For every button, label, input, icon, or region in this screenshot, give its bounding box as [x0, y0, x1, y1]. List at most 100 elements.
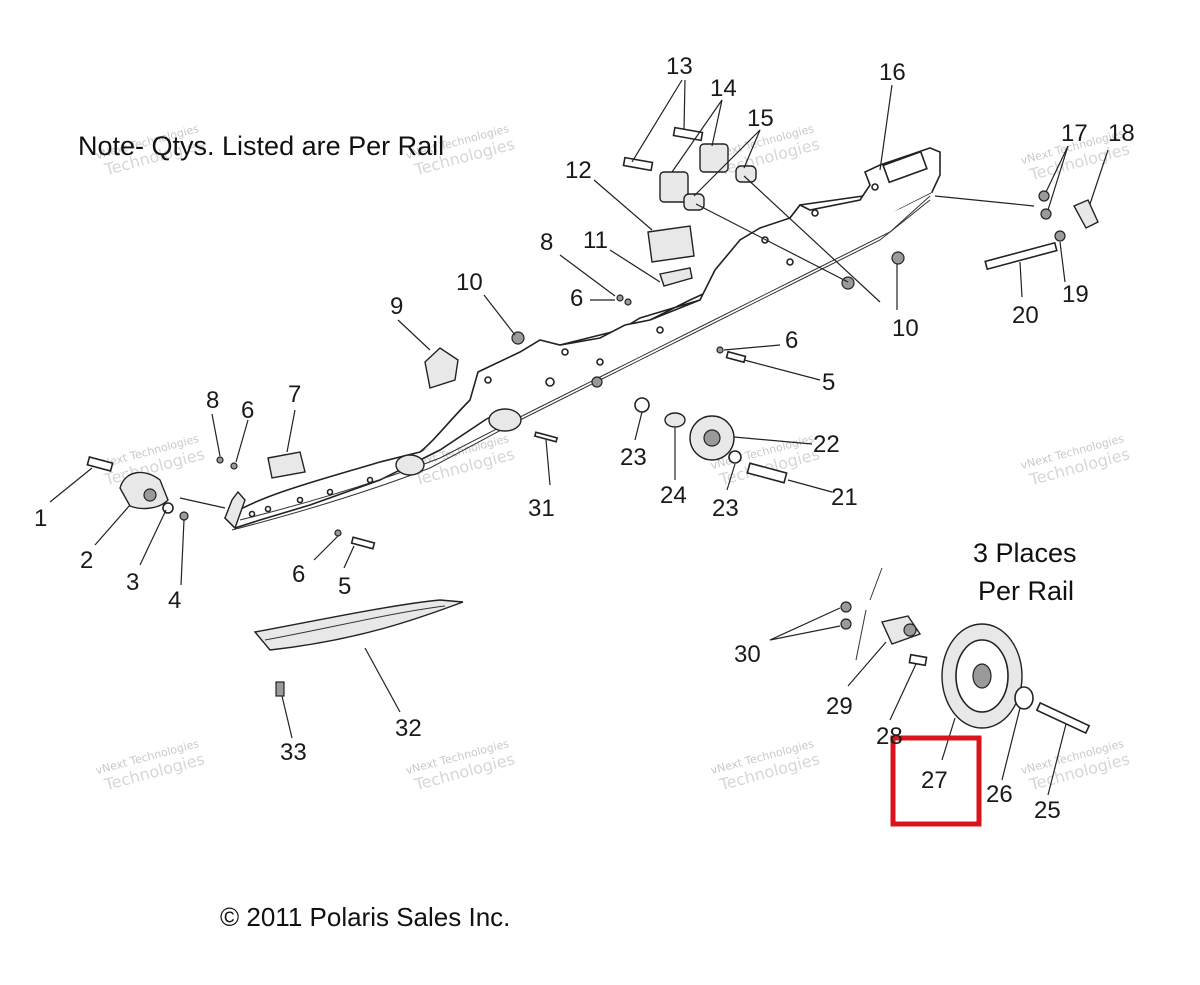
callout-19[interactable]: 19 — [1062, 281, 1089, 308]
idler-detail[interactable] — [840, 567, 1091, 735]
rail-bushing — [395, 454, 425, 476]
part-25-bolt[interactable] — [1035, 701, 1091, 735]
callout-26[interactable]: 26 — [986, 781, 1013, 808]
rail-stud — [591, 376, 603, 388]
part-7-block[interactable] — [267, 451, 306, 479]
callouts: 1 2 3 4 5 5 6 6 6 6 7 8 8 9 10 10 11 12 … — [34, 53, 1135, 824]
callout-32[interactable]: 32 — [395, 715, 422, 742]
part-3-washer[interactable] — [162, 502, 174, 514]
rail-top-plate — [419, 147, 941, 453]
callout-27[interactable]: 27 — [921, 767, 948, 794]
callout-7[interactable]: 7 — [288, 381, 301, 408]
callout-8[interactable]: 8 — [540, 229, 553, 256]
part-31-pin[interactable] — [533, 431, 559, 443]
part-2-hole — [143, 488, 157, 502]
callout-18[interactable]: 18 — [1108, 120, 1135, 147]
callout-1[interactable]: 1 — [34, 505, 47, 532]
part-12-block[interactable] — [647, 225, 695, 263]
highlight-box — [890, 735, 982, 827]
callout-6[interactable]: 6 — [241, 397, 254, 424]
part-32-slide[interactable] — [253, 599, 464, 651]
callout-2[interactable]: 2 — [80, 547, 93, 574]
part-14-bushings[interactable] — [659, 143, 729, 203]
part-26-washer[interactable] — [1014, 686, 1034, 710]
part-22-hub — [703, 429, 721, 447]
part-23-washers[interactable] — [634, 397, 742, 464]
part-9-plate[interactable] — [424, 347, 459, 389]
copyright-text: © 2011 Polaris Sales Inc. — [220, 902, 510, 932]
qty-note: Note- Qtys. Listed are Per Rail — [78, 131, 444, 161]
part-33-screw[interactable] — [275, 681, 285, 697]
callout-13[interactable]: 13 — [666, 53, 693, 80]
callout-29[interactable]: 29 — [826, 693, 853, 720]
part-32-edge — [264, 605, 446, 641]
part-13-bolts[interactable] — [622, 126, 704, 172]
callout-10[interactable]: 10 — [892, 315, 919, 342]
callout-11[interactable]: 11 — [583, 227, 608, 254]
callout-24[interactable]: 24 — [660, 482, 687, 509]
callout-6[interactable]: 6 — [570, 285, 583, 312]
callout-4[interactable]: 4 — [168, 587, 181, 614]
callout-6[interactable]: 6 — [785, 327, 798, 354]
part-18-bracket[interactable] — [1073, 199, 1099, 229]
places-line-2: Per Rail — [978, 576, 1074, 606]
part-6-nuts[interactable] — [230, 294, 724, 537]
callout-25[interactable]: 25 — [1034, 797, 1061, 824]
callout-33[interactable]: 33 — [280, 739, 307, 766]
shaft-hint — [869, 567, 883, 601]
callout-14[interactable]: 14 — [710, 75, 737, 102]
callout-5[interactable]: 5 — [822, 369, 835, 396]
callout-15[interactable]: 15 — [747, 105, 774, 132]
part-30-nut[interactable] — [840, 618, 852, 630]
callout-12[interactable]: 12 — [565, 157, 592, 184]
callout-5[interactable]: 5 — [338, 573, 351, 600]
callout-6[interactable]: 6 — [292, 561, 305, 588]
part-11-bracket[interactable] — [659, 267, 693, 287]
callout-21[interactable]: 21 — [831, 484, 858, 511]
callout-30[interactable]: 30 — [734, 641, 761, 668]
part-24-bushing[interactable] — [664, 412, 686, 428]
rail-assembly[interactable] — [223, 147, 941, 531]
part-4-nut[interactable] — [179, 511, 189, 521]
callout-16[interactable]: 16 — [879, 59, 906, 86]
places-line-1: 3 Places — [973, 538, 1077, 568]
callout-23[interactable]: 23 — [712, 495, 739, 522]
part-28-bolt[interactable] — [908, 653, 928, 667]
part-17-nuts[interactable] — [1038, 190, 1052, 220]
rail-slide-line — [239, 195, 931, 521]
part-2-rail-tip[interactable] — [119, 471, 169, 510]
callout-9[interactable]: 9 — [390, 293, 403, 320]
part-27-hub — [972, 663, 992, 689]
callout-10[interactable]: 10 — [456, 269, 483, 296]
part-29-axle[interactable] — [881, 615, 922, 645]
callout-20[interactable]: 20 — [1012, 302, 1039, 329]
rail-bushing — [488, 408, 522, 432]
rail-front-tip — [224, 490, 246, 530]
part-21-bolt[interactable] — [746, 462, 788, 484]
callout-28[interactable]: 28 — [876, 723, 903, 750]
part-29-bore — [903, 623, 917, 637]
rail-slide-line — [231, 199, 931, 531]
part-30-nut[interactable] — [840, 601, 852, 613]
shaft-hint — [855, 609, 867, 661]
rail-holes — [248, 183, 879, 518]
callout-17[interactable]: 17 — [1061, 120, 1088, 147]
part-15-spacers[interactable] — [683, 165, 757, 211]
callout-31[interactable]: 31 — [528, 495, 555, 522]
part-5-bolts[interactable] — [350, 350, 747, 550]
rail-slot — [882, 150, 928, 184]
callout-22[interactable]: 22 — [813, 431, 840, 458]
part-8-washers[interactable] — [216, 456, 224, 464]
part-19-nut[interactable] — [1054, 230, 1066, 242]
callout-3[interactable]: 3 — [126, 569, 139, 596]
callout-23[interactable]: 23 — [620, 444, 647, 471]
part-20-bolt[interactable] — [984, 241, 1058, 271]
callout-8[interactable]: 8 — [206, 387, 219, 414]
part-1-bolt[interactable] — [86, 456, 114, 472]
